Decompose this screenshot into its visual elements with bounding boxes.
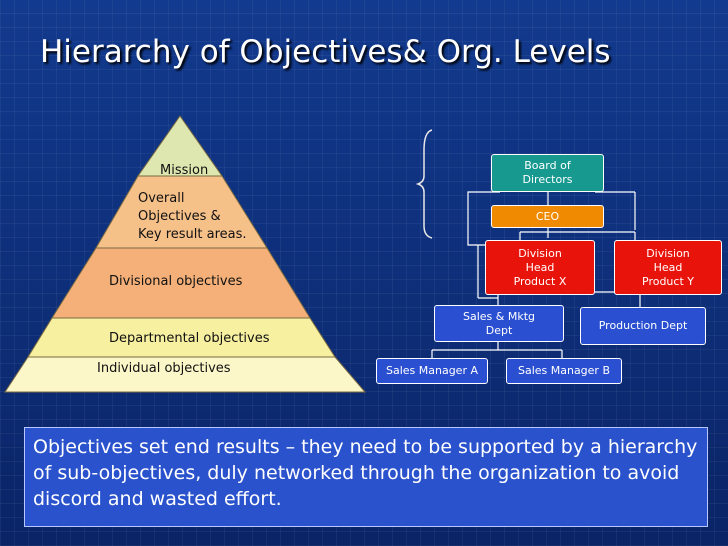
node-division-head-product-x: Division Head Product X	[485, 240, 595, 295]
summary-note-text: Objectives set end results – they need t…	[33, 436, 698, 510]
pyramid-label-individual: Individual objectives	[97, 361, 231, 376]
node-board-of-directors: Board of Directors	[491, 154, 604, 192]
pyramid-label-overall: Overall Objectives & Key result areas.	[138, 191, 247, 242]
node-sales-manager-a: Sales Manager A	[376, 358, 488, 384]
pyramid-label-departmental: Departmental objectives	[109, 331, 270, 346]
node-division-head-product-y: Division Head Product Y	[614, 240, 722, 295]
node-ceo: CEO	[491, 205, 604, 228]
bracket	[415, 129, 433, 239]
slide-title: Hierarchy of Objectives& Org. Levels	[40, 34, 611, 70]
pyramid-label-mission: Mission	[160, 163, 209, 178]
pyramid-level-individual	[4, 356, 367, 393]
summary-note-box: Objectives set end results – they need t…	[24, 427, 708, 527]
node-sales-mktg-dept: Sales & Mktg Dept	[434, 305, 564, 342]
node-sales-manager-b: Sales Manager B	[506, 358, 622, 384]
node-production-dept: Production Dept	[580, 307, 706, 345]
pyramid-label-divisional: Divisional objectives	[109, 274, 243, 289]
